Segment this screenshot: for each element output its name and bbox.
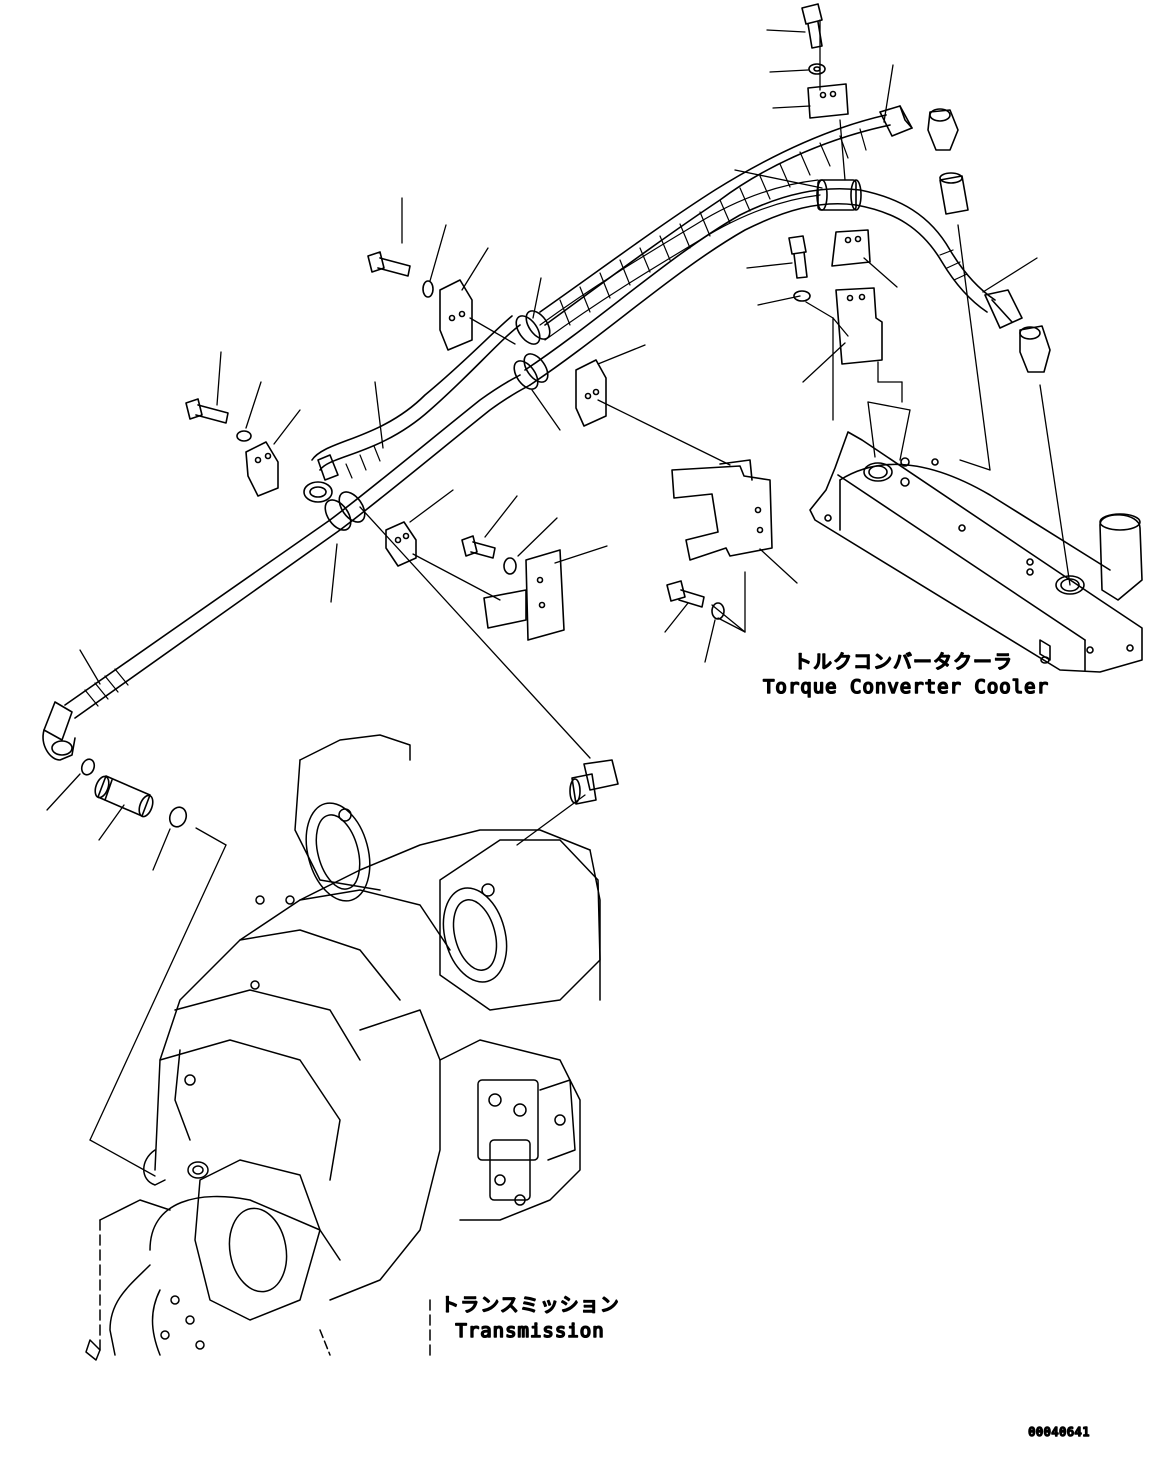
transmission-label-jp: トランスミッション xyxy=(440,1294,620,1316)
clip-mid-2 xyxy=(385,521,417,567)
hose-lower xyxy=(64,187,996,719)
clip-top xyxy=(807,83,849,119)
plate-bracket-mid xyxy=(483,549,565,641)
elbow-fitting-cooler-top xyxy=(927,108,959,151)
bolt-left-2 xyxy=(185,398,229,424)
union-fitting-cooler xyxy=(939,172,969,215)
cooler-label-en: Torque Converter Cooler xyxy=(763,676,1049,698)
cooler-label-jp: トルクコンバータクーラ xyxy=(793,651,1013,673)
washer-right-1 xyxy=(793,290,811,302)
clip-right xyxy=(831,229,871,267)
clip-left-1 xyxy=(439,279,473,351)
bolt-mid xyxy=(461,535,496,559)
washer-mid xyxy=(503,557,517,575)
bracket-right xyxy=(835,287,883,365)
elbow-fitting-cooler-right xyxy=(1019,325,1051,373)
washer-right-2 xyxy=(711,602,725,620)
hose-upper xyxy=(311,114,891,471)
washer-left-2 xyxy=(236,430,252,442)
clip-mid-1 xyxy=(575,359,607,427)
o-rings xyxy=(80,758,188,828)
washer-top xyxy=(808,63,826,75)
bolt-right-2 xyxy=(666,580,705,608)
hose-fitting-left-elbow xyxy=(42,701,76,761)
washer-left-1 xyxy=(422,280,434,298)
bolt-left-1 xyxy=(367,251,411,277)
hose-fitting-right xyxy=(984,289,1023,329)
bolt-top xyxy=(801,3,823,49)
adapter-left xyxy=(94,775,154,818)
hose-clamps xyxy=(324,179,862,531)
bolt-right-1 xyxy=(788,235,808,279)
torque-converter-cooler xyxy=(809,431,1143,673)
bracket-large xyxy=(671,459,773,561)
fitting-transmission xyxy=(569,759,619,805)
drawing-number: 00040641 xyxy=(1028,1425,1090,1439)
clip-left-2 xyxy=(245,441,279,497)
transmission xyxy=(85,734,601,1361)
hose-fitting-top-right xyxy=(879,105,913,137)
hose-fitting-mid-elbow xyxy=(303,454,339,503)
hose-lower-wrap xyxy=(84,249,968,707)
transmission-label-en: Transmission xyxy=(455,1320,604,1342)
